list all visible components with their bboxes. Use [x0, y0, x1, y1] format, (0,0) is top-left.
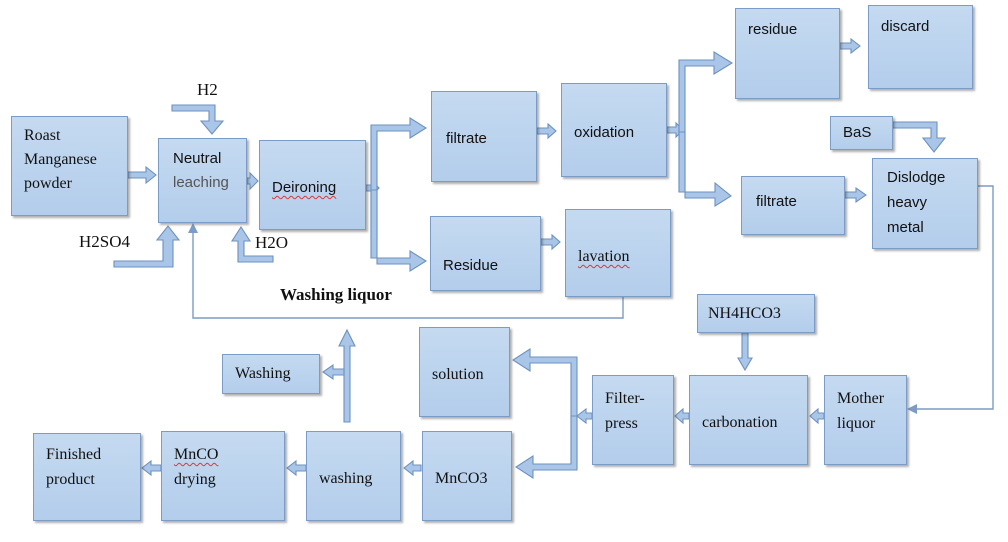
box-nh4hco3: NH4HCO3	[697, 294, 815, 333]
line-dislodge-arrowhead	[907, 404, 917, 414]
drying-line-2: drying	[174, 471, 216, 488]
roast-line-1: Roast	[24, 127, 61, 144]
box-lavation: lavation	[565, 209, 671, 297]
washing-label: washing	[319, 470, 373, 487]
box-washing-small: Washing	[222, 354, 320, 394]
arrow-carbonation-to-filterpress	[674, 407, 690, 425]
label-h2: H2	[197, 80, 218, 99]
return-line-arrowhead	[188, 223, 198, 233]
box-mnco3: MnCO3	[422, 431, 512, 521]
finished-line-2: product	[46, 471, 95, 488]
box-filter-press: Filter- press	[592, 375, 674, 465]
box-residue-1: Residue	[430, 216, 541, 291]
bas-label: BaS	[843, 124, 872, 141]
dislodge-line-2: heavy	[887, 194, 928, 211]
arrow-h2o-up	[230, 225, 274, 263]
carbonation-label: carbonation	[702, 414, 778, 431]
finished-line-1: Finished	[46, 446, 102, 463]
neutral-line-1: Neutral	[173, 150, 222, 167]
arrow-filtrate2-to-dislodge	[844, 186, 867, 204]
neutral-line-2: leaching	[173, 174, 229, 191]
arrow-split-to-residue2	[678, 51, 734, 193]
arrow-washing-up	[338, 328, 356, 423]
return-line-lavation-to-neutral	[192, 232, 624, 319]
label-h2o: H2O	[255, 233, 289, 252]
arrow-washing-to-drying	[286, 459, 307, 477]
arrow-residue-to-lavation	[540, 233, 561, 251]
arrow-h2so4-up	[113, 225, 181, 268]
box-washing: washing	[306, 431, 401, 521]
arrow-drying-to-finished	[141, 459, 162, 477]
arrow-filtrate-to-oxidation	[536, 122, 557, 140]
arrow-to-washing-small	[322, 363, 345, 381]
mother-line-2: liquor	[837, 415, 876, 432]
roast-line-3: powder	[24, 175, 72, 192]
line-dislodge-to-mother	[916, 185, 994, 410]
washing-small-label: Washing	[235, 365, 291, 382]
arrow-filterpress-out	[576, 407, 593, 425]
box-roast-manganese-powder: Roast Manganese powder	[11, 116, 128, 216]
arrow-split-to-solution	[511, 347, 578, 468]
arrow-neutral-to-deironing	[246, 171, 259, 191]
box-neutral-leaching: Neutral leaching	[158, 138, 247, 223]
box-filtrate-1: filtrate	[431, 91, 537, 182]
box-filtrate-2: filtrate	[741, 176, 845, 235]
arrow-split-to-residue	[370, 189, 428, 272]
box-discard: discard	[868, 5, 973, 89]
arrow-bas-to-dislodge	[892, 121, 947, 153]
box-solution: solution	[419, 327, 510, 417]
box-bas: BaS	[830, 116, 893, 150]
arrow-mother-to-carbonation	[809, 407, 825, 425]
mnco3-label: MnCO3	[435, 470, 488, 487]
drying-line-1: MnCO	[174, 446, 219, 463]
label-washing-liquor: Washing liquor	[280, 285, 392, 304]
filter-press-line-2: press	[605, 415, 638, 432]
arrow-residue2-to-discard	[839, 37, 861, 55]
box-carbonation: carbonation	[689, 375, 808, 465]
oxidation-label: oxidation	[574, 124, 635, 141]
box-mother-liquor: Mother liquor	[824, 375, 907, 465]
dislodge-line-1: Dislodge	[887, 169, 946, 186]
box-residue-2: residue	[735, 8, 840, 99]
box-deironing: Deironing	[259, 140, 366, 230]
box-mnco-drying: MnCO drying	[161, 431, 285, 521]
deironing-label: Deironing	[272, 179, 337, 196]
arrow-split-to-filtrate	[370, 117, 428, 241]
dislodge-line-3: metal	[887, 219, 924, 236]
mother-line-1: Mother	[837, 390, 885, 407]
filter-press-line-1: Filter-	[605, 390, 645, 407]
box-dislodge-heavy-metal: Dislodge heavy metal	[872, 158, 978, 249]
arrow-nh4hco3-down	[737, 332, 753, 372]
arrow-mnco3-to-washing	[403, 459, 422, 477]
filtrate-1-label: filtrate	[446, 130, 487, 147]
solution-label: solution	[432, 366, 484, 383]
roast-line-2: Manganese	[24, 151, 97, 168]
lavation-label: lavation	[578, 248, 630, 265]
label-h2so4: H2SO4	[79, 232, 131, 251]
box-finished-product: Finished product	[33, 433, 141, 521]
arrow-roast-to-neutral	[127, 165, 157, 185]
arrow-h2-down	[171, 104, 225, 135]
residue-1-label: Residue	[443, 257, 499, 274]
box-oxidation: oxidation	[561, 83, 667, 177]
residue-2-label: residue	[748, 21, 798, 38]
filtrate-2-label: filtrate	[756, 193, 797, 210]
nh4hco3-label: NH4HCO3	[708, 305, 781, 322]
arrow-split-to-filtrate2	[678, 131, 732, 207]
arrow-split-to-mnco3	[514, 415, 578, 480]
discard-label: discard	[881, 18, 930, 35]
